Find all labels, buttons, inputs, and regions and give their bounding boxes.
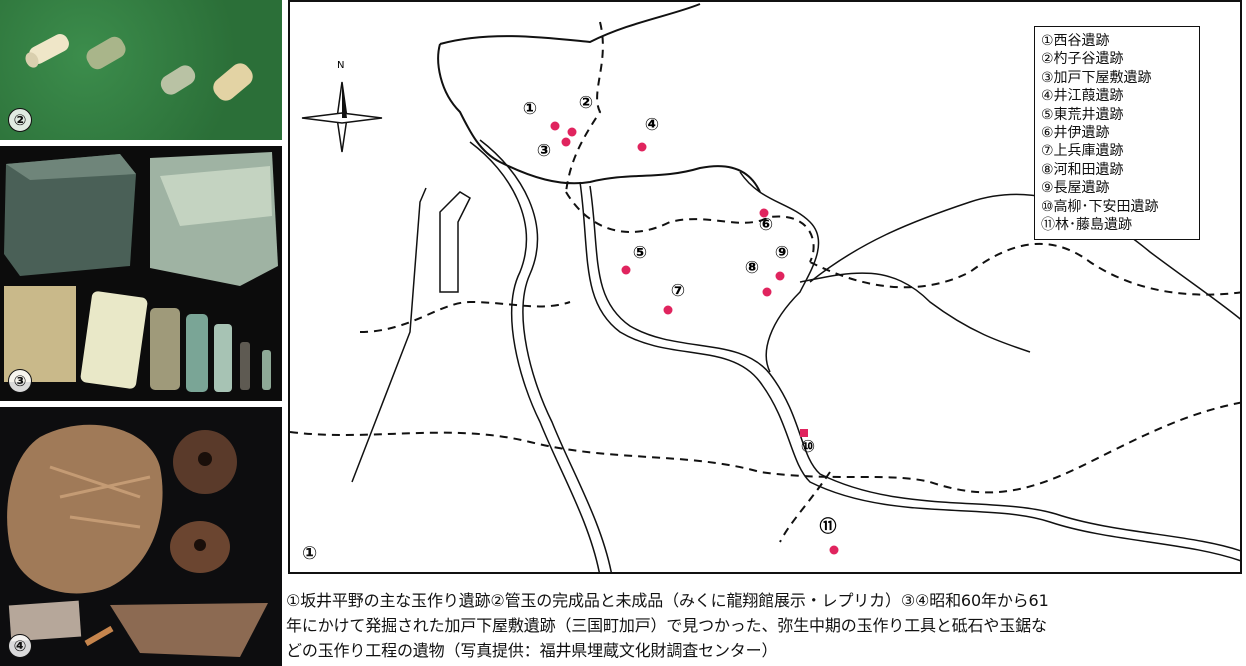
site-marker (561, 137, 571, 147)
photo-number: ④ (8, 634, 32, 658)
photo-number: ③ (8, 369, 32, 393)
site-marker (567, 127, 577, 137)
bead-materials-image (4, 152, 278, 392)
site-marker (759, 208, 769, 218)
site-marker (800, 429, 808, 437)
site-marker-label: ① (523, 99, 537, 119)
site-marker (775, 271, 785, 281)
tube-beads-image (25, 34, 253, 101)
photo-number: ② (8, 108, 32, 132)
map-drawing: N ① ② ③ ④ ⑤ ⑥ ⑦ ⑧⑨ ⑩ ⑪ (290, 3, 1240, 572)
site-marker-label: ② (579, 93, 593, 113)
compass-icon (301, 81, 383, 153)
caption-line: 年にかけて発掘された加戸下屋敷遺跡（三国町加戸）で見つかった、弥生中期の玉作り工… (286, 616, 1047, 635)
north-label: N (337, 60, 344, 71)
site-marker (621, 265, 631, 275)
site-marker-label: ⑨ (775, 243, 789, 263)
site-marker-label: ⑥ (759, 215, 773, 235)
legend-item: ⑦上兵庫遺跡 (1041, 143, 1124, 160)
tools-image (7, 424, 268, 657)
site-marker (550, 121, 560, 131)
photo-tools: ④ (0, 407, 282, 666)
legend-item: ③加戸下屋敷遺跡 (1041, 69, 1152, 86)
legend-item: ②杓子谷遺跡 (1041, 51, 1124, 68)
site-marker (637, 142, 647, 152)
site-marker-label: ⑦ (671, 281, 685, 301)
photo-tube-beads: ② (0, 0, 282, 140)
legend-item: ①西谷遺跡 (1041, 33, 1110, 49)
site-marker (762, 287, 772, 297)
site-marker-label: ⑪ (820, 516, 837, 537)
site-marker (829, 545, 839, 555)
map-number: ① (302, 543, 318, 564)
site-marker-label: ⑧ (745, 258, 759, 278)
legend-item: ⑥井伊遺跡 (1041, 125, 1110, 142)
caption-line: どの玉作り工程の遺物（写真提供：福井県埋蔵文化財調査センター） (286, 641, 778, 660)
legend-item: ④井江葭遺跡 (1041, 88, 1124, 105)
legend-item: ⑪林･藤島遺跡 (1041, 217, 1132, 234)
site-marker-label: ③ (537, 141, 551, 161)
caption: ①坂井平野の主な玉作り遺跡②管玉の完成品と未成品（みくに龍翔館展示・レプリカ）③… (286, 588, 1244, 663)
photo-bead-materials: ③ (0, 146, 282, 401)
legend-item: ⑨長屋遺跡 (1041, 180, 1110, 197)
caption-line: ①坂井平野の主な玉作り遺跡②管玉の完成品と未成品（みくに龍翔館展示・レプリカ）③… (286, 591, 1049, 610)
legend-item: ⑧河和田遺跡 (1041, 161, 1124, 178)
legend-item: ⑩高柳･下安田遺跡 (1041, 198, 1159, 215)
site-marker-label: ⑩ (801, 437, 815, 457)
legend-item: ⑤東荒井遺跡 (1041, 106, 1124, 123)
site-marker-label: ⑤ (633, 243, 647, 263)
site-marker (663, 305, 673, 315)
site-marker-label: ④ (645, 115, 659, 135)
